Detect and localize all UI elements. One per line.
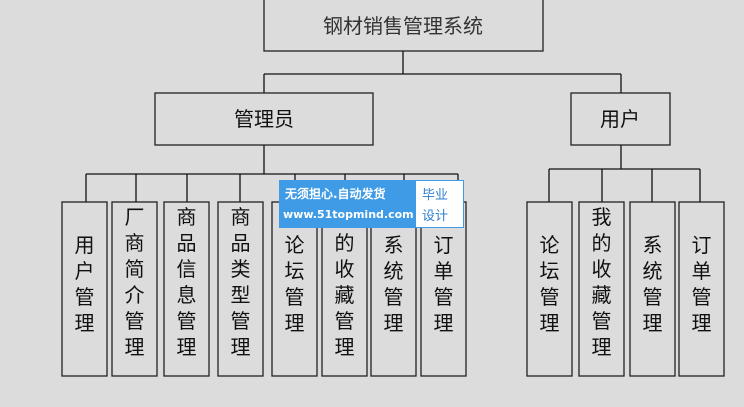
root-title: 钢材销售管理系统 xyxy=(323,14,483,38)
leaf-label: 用户管理 xyxy=(75,233,95,335)
leaf-box xyxy=(271,201,318,377)
leaf-box xyxy=(629,201,676,377)
watermark-tag-top: 毕业 xyxy=(422,188,449,203)
leaf-label: 商品信息管理 xyxy=(177,205,197,359)
role-label-user: 用户 xyxy=(600,107,640,131)
watermark-url: www.51topmind.com xyxy=(283,208,414,221)
leaf-box xyxy=(217,201,264,377)
leaf-box xyxy=(420,201,467,377)
leaf-label: 订单管理 xyxy=(692,233,712,335)
root-node xyxy=(263,0,544,52)
leaf-label: 系统管理 xyxy=(643,233,663,335)
role-label-admin: 管理员 xyxy=(234,107,294,131)
watermark-right-panel: 毕业 设计 xyxy=(415,180,464,228)
watermark-badge: 无须担心.自动发货 www.51topmind.com 毕业 设计 xyxy=(279,180,464,228)
leaf-label: 我的收藏管理 xyxy=(592,205,612,359)
leaf-label: 论坛管理 xyxy=(540,233,560,335)
role-node-user xyxy=(570,92,671,146)
role-node-admin xyxy=(154,92,374,146)
leaf-nodes: 用户管理 厂商简介管理 商品信息管理 商品类型管理 论坛管理 我的收藏管理 系统管理 订单管理… xyxy=(61,201,725,377)
leaf-label: 订单管理 xyxy=(434,233,454,335)
watermark-slogan: 无须担心.自动发货 xyxy=(285,187,386,201)
leaf-label: 论坛管理 xyxy=(285,233,305,335)
leaf-box xyxy=(578,201,625,377)
leaf-label: 厂商简介管理 xyxy=(125,205,145,359)
leaf-box xyxy=(321,201,368,377)
leaf-box xyxy=(163,201,210,377)
leaf-box xyxy=(678,201,725,377)
leaf-box xyxy=(61,201,108,377)
leaf-label: 系统管理 xyxy=(384,233,404,335)
watermark-tag-bottom: 设计 xyxy=(422,209,449,224)
leaf-box xyxy=(111,201,158,377)
leaf-label: 商品类型管理 xyxy=(231,205,251,359)
leaf-box xyxy=(370,201,417,377)
watermark-left-panel: 无须担心.自动发货 www.51topmind.com xyxy=(279,180,415,228)
leaf-box xyxy=(526,201,573,377)
